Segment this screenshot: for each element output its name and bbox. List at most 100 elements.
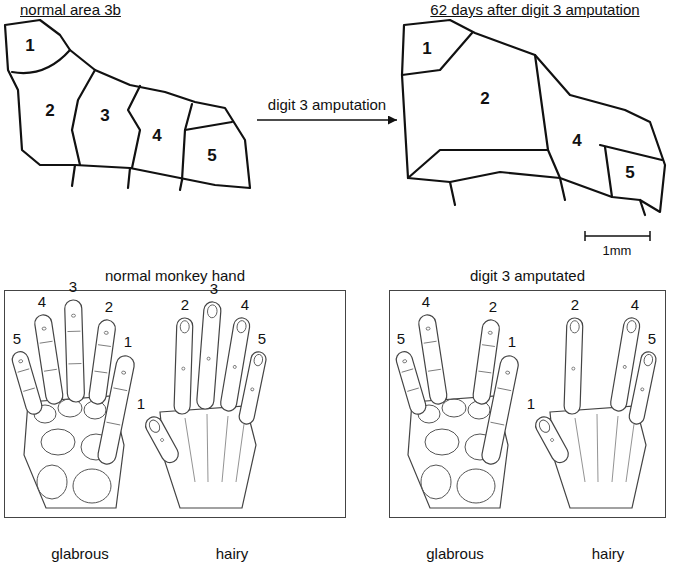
- digit-number: 5: [648, 331, 656, 346]
- area-boundary: [560, 178, 565, 200]
- digit-number: 5: [13, 331, 21, 346]
- digit-number: 1: [124, 334, 132, 349]
- finger-outline: [196, 301, 221, 409]
- metacarpal-line: [626, 424, 634, 482]
- fingernail: [643, 354, 654, 367]
- finger-crease: [478, 371, 491, 373]
- finger-crease: [482, 345, 495, 347]
- glabrous-hand: [394, 314, 519, 508]
- fingernail: [626, 320, 637, 333]
- finger-crease: [497, 388, 511, 391]
- finger: [10, 350, 43, 416]
- glabrous-hand: [10, 300, 135, 508]
- fingernail: [537, 418, 552, 434]
- hand-panel: normal monkey hand: [4, 290, 346, 518]
- area-number: 4: [152, 127, 161, 144]
- finger-outline: [480, 354, 519, 465]
- finger-outline: [533, 414, 572, 466]
- fingernail: [236, 320, 247, 333]
- finger-outline: [65, 300, 85, 403]
- finger: [143, 414, 182, 466]
- scale-line: [585, 235, 650, 237]
- area-number: 1: [25, 37, 34, 54]
- palm-pad: [421, 465, 451, 499]
- finger: [533, 414, 572, 466]
- finger-outline: [418, 314, 448, 406]
- metacarpal-line: [185, 418, 195, 482]
- area-number: 1: [422, 40, 431, 57]
- finger-outline: [96, 354, 135, 465]
- fingernail: [147, 418, 162, 434]
- finger-crease: [98, 345, 111, 347]
- finger-outline: [143, 414, 182, 466]
- finger-outline: [628, 350, 657, 425]
- digit-number: 5: [258, 331, 266, 346]
- digit-number: 1: [527, 396, 535, 411]
- finger: [65, 300, 85, 403]
- finger: [418, 314, 448, 406]
- area-boundary: [5, 20, 250, 188]
- knuckle-mark: [160, 438, 164, 442]
- digit-number: 4: [241, 297, 249, 312]
- palm-pad: [442, 399, 466, 417]
- digit-number: 3: [69, 279, 77, 294]
- finger-crease: [40, 341, 53, 343]
- finger: [564, 318, 583, 415]
- finger-crease: [402, 369, 414, 372]
- finger: [238, 350, 267, 425]
- area-boundary: [128, 86, 140, 168]
- metacarpal-line: [597, 414, 598, 482]
- finger-crease: [424, 341, 437, 343]
- panel-title: 62 days after digit 3 amputation: [398, 0, 668, 19]
- finger-pad: [505, 371, 510, 375]
- digit-number: 2: [181, 297, 189, 312]
- panel-title: digit 3 amputated: [390, 267, 665, 285]
- digit-number: 1: [137, 396, 145, 411]
- digit-number: 3: [210, 281, 218, 296]
- digit-number: 2: [105, 299, 113, 314]
- area-boundary: [600, 145, 662, 160]
- area-boundary: [535, 55, 560, 178]
- knuckle-mark: [623, 365, 626, 368]
- finger: [480, 354, 519, 465]
- finger-outline: [394, 350, 427, 416]
- finger-outline: [238, 350, 267, 425]
- fingernail: [207, 305, 217, 319]
- surface-label: glabrous: [51, 546, 109, 561]
- area-boundary: [182, 104, 192, 180]
- scale-bar: [585, 231, 650, 241]
- digit-number: 1: [508, 334, 516, 349]
- arrow-connector: [257, 119, 397, 121]
- area-boundary: [450, 182, 455, 205]
- knuckle-mark: [251, 388, 255, 392]
- finger: [96, 354, 135, 465]
- metacarpal-line: [222, 416, 228, 482]
- hairy-hand: [143, 301, 268, 508]
- digit-number: 2: [489, 299, 497, 314]
- area-number: 5: [625, 164, 634, 181]
- finger-crease: [44, 369, 57, 371]
- area-boundary: [402, 33, 472, 75]
- finger-outline: [10, 350, 43, 416]
- digit-number: 4: [38, 294, 46, 309]
- finger-crease: [18, 369, 30, 372]
- finger-pad: [121, 371, 126, 375]
- area-number: 3: [100, 107, 109, 124]
- finger-crease: [68, 363, 81, 364]
- knuckle-mark: [550, 438, 554, 442]
- metacarpal-line: [207, 414, 208, 482]
- knuckle-mark: [182, 367, 185, 370]
- knuckle-mark: [572, 367, 575, 370]
- area-boundary: [185, 122, 232, 130]
- metacarpal-line: [612, 416, 618, 482]
- finger: [628, 350, 657, 425]
- finger-crease: [490, 422, 504, 425]
- finger-outline: [174, 318, 193, 415]
- surface-label: hairy: [216, 546, 249, 561]
- finger-pad: [71, 314, 75, 317]
- finger-outline: [34, 314, 64, 406]
- scale-label: 1mm: [603, 244, 632, 257]
